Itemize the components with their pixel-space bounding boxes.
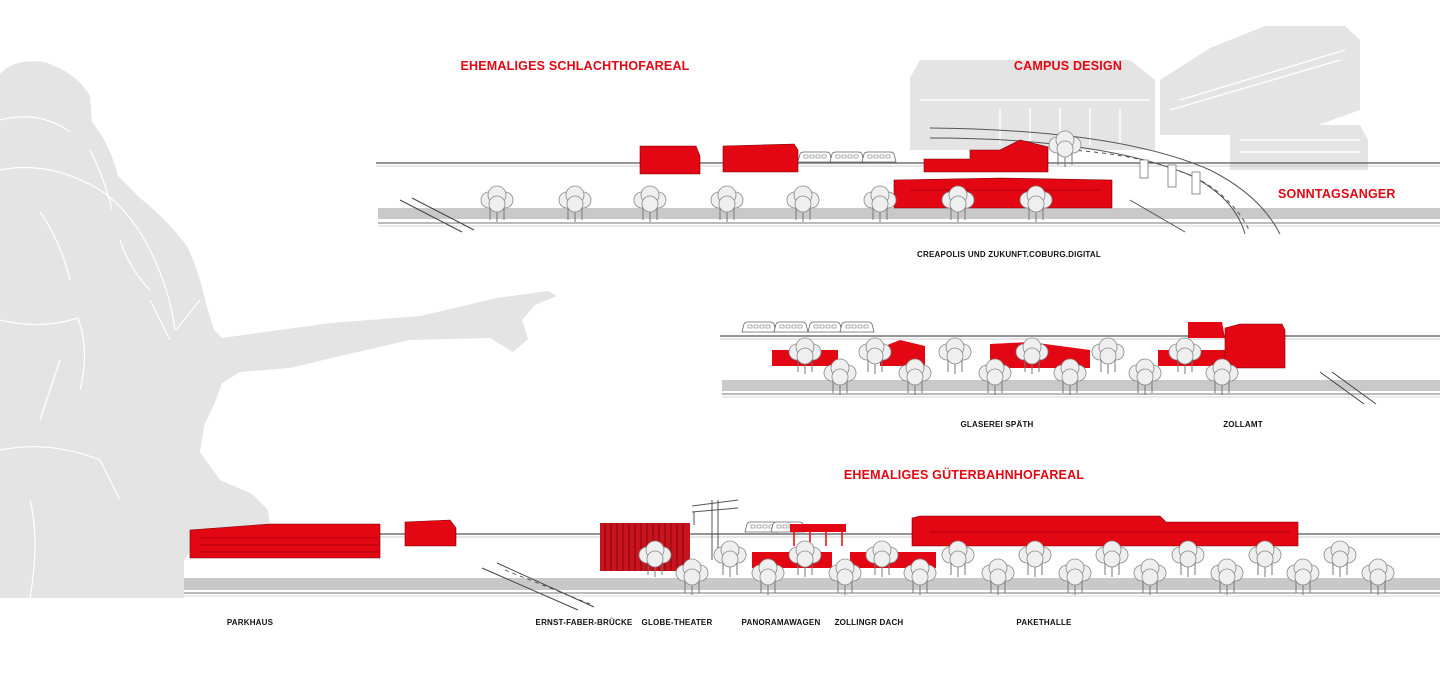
area-label-campus-design: CAMPUS DESIGN (1013, 59, 1123, 73)
building-label-globe-theater: GLOBE-THEATER (641, 618, 713, 627)
row-3-scene (184, 499, 1440, 611)
row-2-scene (720, 321, 1440, 405)
area-label-gueterbahnhof: EHEMALIGES GÜTERBAHNHOFAREAL (843, 468, 1085, 482)
building-label-creapolis: CREAPOLIS UND ZUKUNFT.COBURG.DIGITAL (917, 250, 1101, 259)
area-label-schlachthof: EHEMALIGES SCHLACHTHOFAREAL (460, 59, 690, 73)
area-label-sonntagsanger: SONNTAGSANGER (1278, 187, 1396, 201)
building-label-panoramawagen: PANORAMAWAGEN (741, 618, 821, 627)
building-label-glaserei: GLASEREI SPÄTH (960, 420, 1034, 429)
building-label-pakethalle: PAKETHALLE (1016, 618, 1072, 627)
building-label-zollingr-dach: ZOLLINGR DACH (834, 618, 904, 627)
pointing-person-silhouette (0, 61, 557, 599)
building-label-parkhaus: PARKHAUS (226, 618, 274, 627)
campus-buildings (910, 26, 1368, 170)
building-label-ernst-faber-bruecke: ERNST-FABER-BRÜCKE (535, 618, 633, 627)
building-label-zollamt: ZOLLAMT (1223, 420, 1263, 429)
row-1-scene (376, 26, 1440, 235)
